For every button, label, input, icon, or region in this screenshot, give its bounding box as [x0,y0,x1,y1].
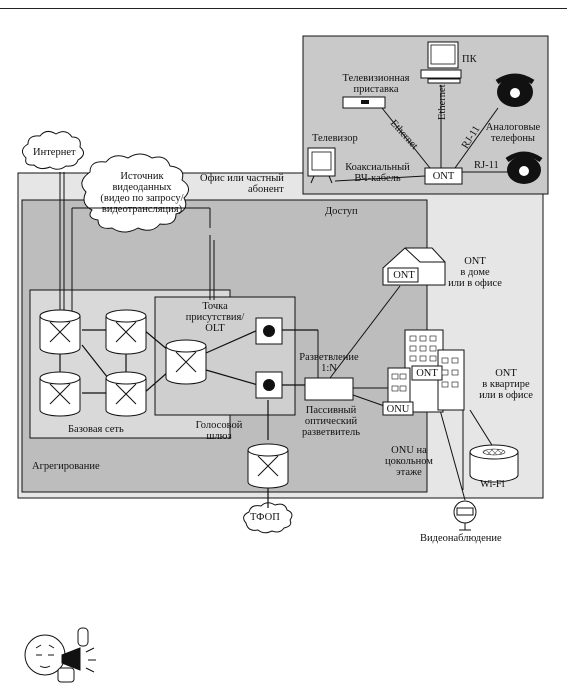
pc-icon [420,41,462,84]
pstn-label: ТФОП [250,512,280,523]
onu-floor-label: ONU на цокольном этаже [376,445,442,478]
mascot-icon [24,627,96,683]
pc-label: ПК [462,54,477,65]
office-subscriber-line-2: абонент [248,184,284,195]
tv-icon [307,147,336,184]
passive-splitter-box [304,377,354,401]
cctv-camera-icon [453,500,477,531]
router-core-4 [105,371,147,417]
analog-phones-line-2: телефоны [490,133,535,144]
passive-splitter-line-3: разветвитель [301,427,361,438]
cctv-label: Видеонаблюдение [420,533,502,544]
onu-floor-line-3: этаже [396,467,422,478]
ont-house-box-label: ONT [393,270,415,281]
onu-floor-line-2: цокольном [385,456,433,467]
office-subscriber-line-1: Офис или частный [200,173,284,184]
coax-label: Коаксиальный ВЧ-кабель [340,162,415,184]
wifi-router-icon [469,444,519,483]
internet-label: Интернет [33,147,76,158]
onu-box-label: ONU [386,404,410,415]
rj11-label: RJ-11 [474,160,499,171]
ont-apartment-box-label: ONT [416,368,438,379]
analog-phones-line-1: Аналоговые [485,122,541,133]
set-top-box-icon [342,96,386,109]
wifi-label: Wi-Fi [480,479,505,490]
ont-office-box [424,167,463,185]
page-top-rule [0,8,567,9]
tv-label: Телевизор [312,133,358,144]
passive-splitter-label: Пассивный оптический разветвитель [292,405,370,438]
olt-port-top [255,317,283,345]
onu-box [382,401,414,416]
pstn-cloud [243,502,293,534]
ont-house-line-1: ONT [464,256,486,267]
router-core-3 [39,371,81,417]
passive-splitter-line-2: оптический [304,416,358,427]
router-olt [165,339,207,385]
passive-splitter-line-1: Пассивный [305,405,357,416]
ont-apartment-line-1: ONT [495,368,517,379]
coax-label-line-1: Коаксиальный [345,162,410,173]
stb-label-line-2: приставка [353,84,399,95]
pop-line-1: Точка [202,301,228,312]
apartment-building-icon [387,329,465,413]
video-source-line-3: (видео по запросу/ [100,193,184,204]
router-core-1 [39,309,81,355]
video-source-cloud [81,153,189,233]
voice-gateway-line-1: Голосовой [195,420,243,431]
ont-house-label: ONT в доме или в офисе [445,256,505,289]
split-ratio-label: Разветвление 1:N [290,352,368,374]
stb-label: Телевизионная приставка [336,73,416,95]
router-core-2 [105,309,147,355]
access-label: Доступ [325,206,358,217]
ont-house-line-3: или в офисе [448,278,502,289]
core-network-label: Базовая сеть [68,424,124,435]
onu-floor-line-1: ONU на [391,445,427,456]
split-ratio-line-2: 1:N [321,363,337,374]
ont-apartment-line-3: или в офисе [479,390,533,401]
video-source-line-2: видеоданных [112,182,172,193]
pop-line-3: OLT [205,323,225,334]
video-source-line-4: видеотрансляция) [101,204,183,215]
stb-label-line-1: Телевизионная [342,73,410,84]
internet-cloud [22,130,84,170]
ont-apartment-label: ONT в квартире или в офисе [470,368,542,401]
voice-gateway-line-2: шлюз [206,431,232,442]
ont-house-line-2: в доме [460,267,490,278]
video-source-line-1: Источник [120,171,164,182]
analog-phones-label: Аналоговые телефоны [478,122,548,144]
pop-line-2: присутствия/ [185,312,245,323]
coax-label-line-2: ВЧ-кабель [354,173,401,184]
ont-apartment-line-2: в квартире [482,379,530,390]
ont-office-label: ONT [432,171,455,182]
voice-gateway-label: Голосовой шлюз [186,420,252,442]
pop-olt-label: Точка присутствия/ OLT [170,301,260,334]
telephone-icon-top [495,73,535,107]
telephone-icon-bottom [505,151,543,184]
video-source-label: Источник видеоданных (видео по запросу/ … [86,171,198,215]
olt-port-bottom [255,371,283,399]
split-ratio-line-1: Разветвление [299,352,359,363]
ethernet-vertical-label: Ethernet [437,84,448,120]
router-voice-gateway [247,443,289,489]
house-icon [382,247,446,286]
office-subscriber-label: Офис или частный абонент [200,173,284,195]
aggregation-label: Агрегирование [32,461,100,472]
